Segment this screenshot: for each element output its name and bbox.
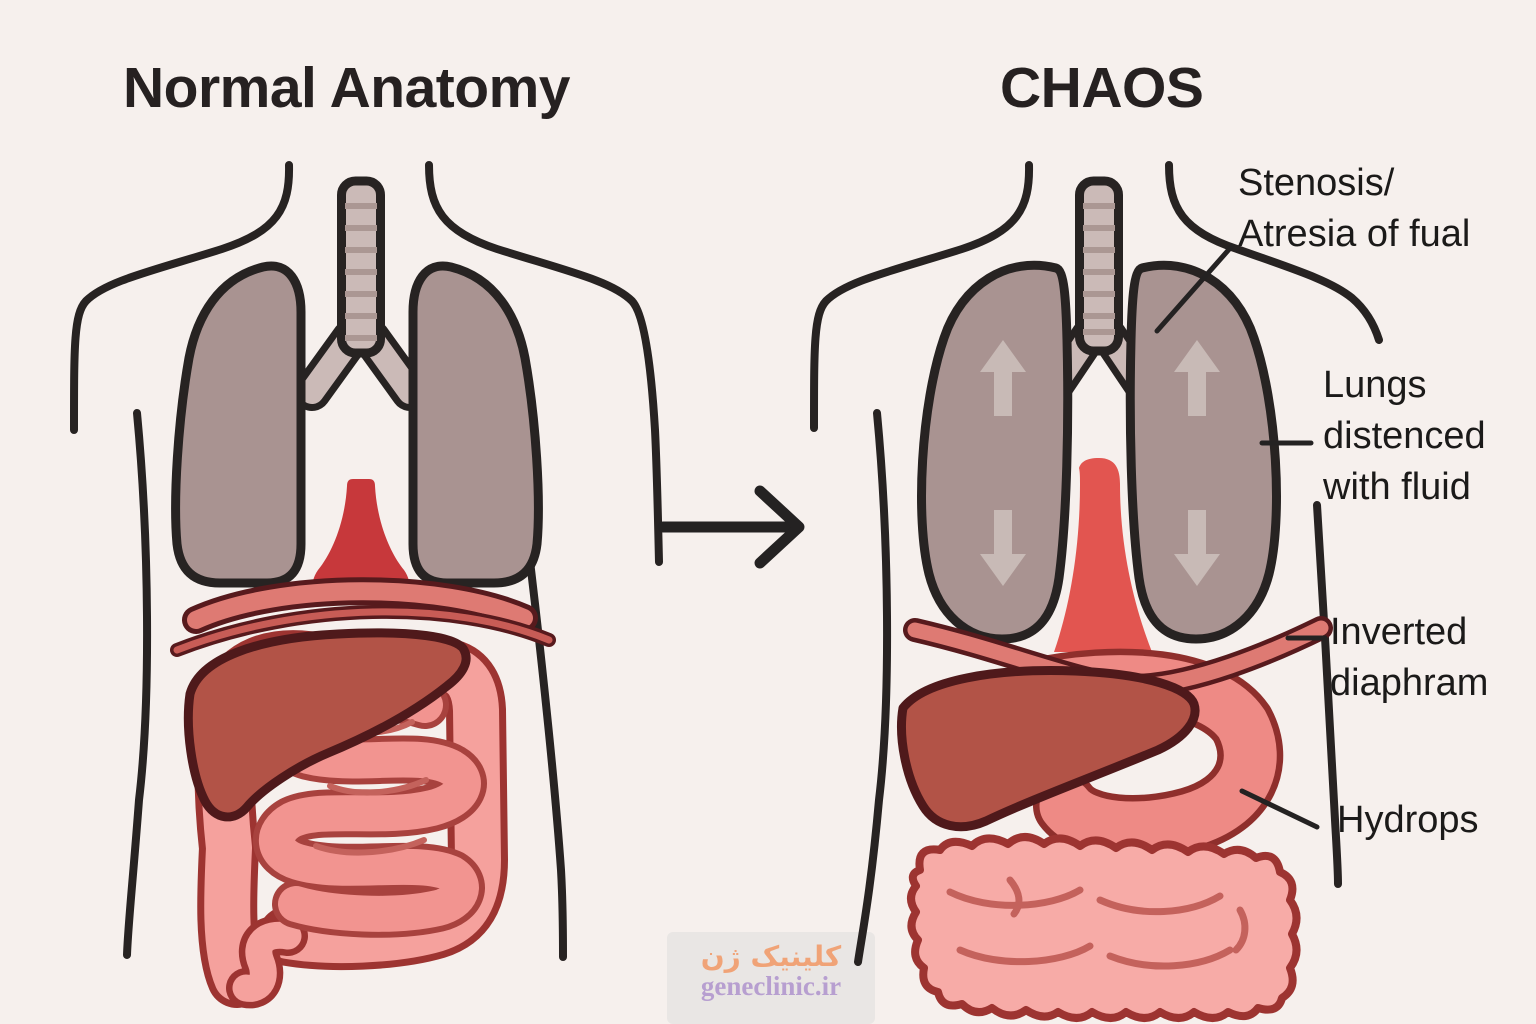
- normal-figure: [70, 161, 663, 1009]
- annotation-hydrops: Hydrops: [1337, 795, 1479, 846]
- normal-esophagus: [312, 479, 410, 592]
- intestine-detail-lines: [946, 876, 1249, 970]
- annotation-inverted-diaphragm: Inverted diaphram: [1330, 607, 1488, 709]
- annotation-line: diaphram: [1330, 662, 1489, 704]
- chaos-intestine-mass: [907, 833, 1301, 1022]
- annotation-lungs-distended: Lungs distenced with fluid: [1323, 360, 1486, 513]
- annotation-line: Hydrops: [1337, 799, 1479, 841]
- annotation-line: with fluid: [1323, 466, 1471, 508]
- chaos-left-lung: [917, 260, 1073, 644]
- arrow-down-icon: [980, 510, 1026, 586]
- arrow-up-icon: [1174, 340, 1220, 416]
- stenosis-leader-line: [1154, 243, 1235, 334]
- leader-lines: [1154, 243, 1328, 830]
- watermark: کلینیک ژن geneclinic.ir: [667, 932, 875, 1024]
- annotation-line: Atresia of fual: [1238, 213, 1471, 255]
- arrow-right-icon: [657, 485, 805, 569]
- watermark-persian-text: کلینیک ژن: [700, 940, 842, 973]
- annotation-line: Inverted: [1330, 611, 1468, 653]
- annotation-line: Lungs: [1323, 364, 1427, 406]
- chaos-body-outline: [810, 161, 1383, 966]
- chaos-lungs: [917, 260, 1281, 644]
- trachea-rings: [1083, 203, 1115, 335]
- normal-lungs: [171, 261, 543, 588]
- normal-diaphragm: [170, 577, 556, 657]
- right-panel-title: CHAOS: [1000, 56, 1204, 120]
- normal-right-lung: [408, 261, 543, 588]
- hydrops-leader-line: [1239, 788, 1320, 830]
- annotation-stenosis: Stenosis/ Atresia of fual: [1238, 158, 1470, 260]
- normal-trachea: [337, 176, 385, 358]
- chaos-trachea: [1075, 176, 1123, 356]
- lung-expansion-arrows: [980, 340, 1220, 586]
- watermark-site-url: geneclinic.ir: [700, 971, 842, 1001]
- normal-left-lung: [171, 261, 306, 588]
- chaos-figure: [810, 161, 1383, 1022]
- arrow-up-icon: [980, 340, 1026, 416]
- annotation-line: Stenosis/: [1238, 162, 1395, 204]
- annotation-line: distenced: [1323, 415, 1486, 457]
- chaos-mediastinum: [1054, 458, 1152, 652]
- chaos-liver: [897, 666, 1200, 832]
- arrow-down-icon: [1174, 510, 1220, 586]
- chaos-right-lung: [1125, 260, 1281, 644]
- trachea-rings: [345, 203, 377, 341]
- left-panel-title: Normal Anatomy: [123, 56, 570, 120]
- normal-liver: [183, 628, 471, 822]
